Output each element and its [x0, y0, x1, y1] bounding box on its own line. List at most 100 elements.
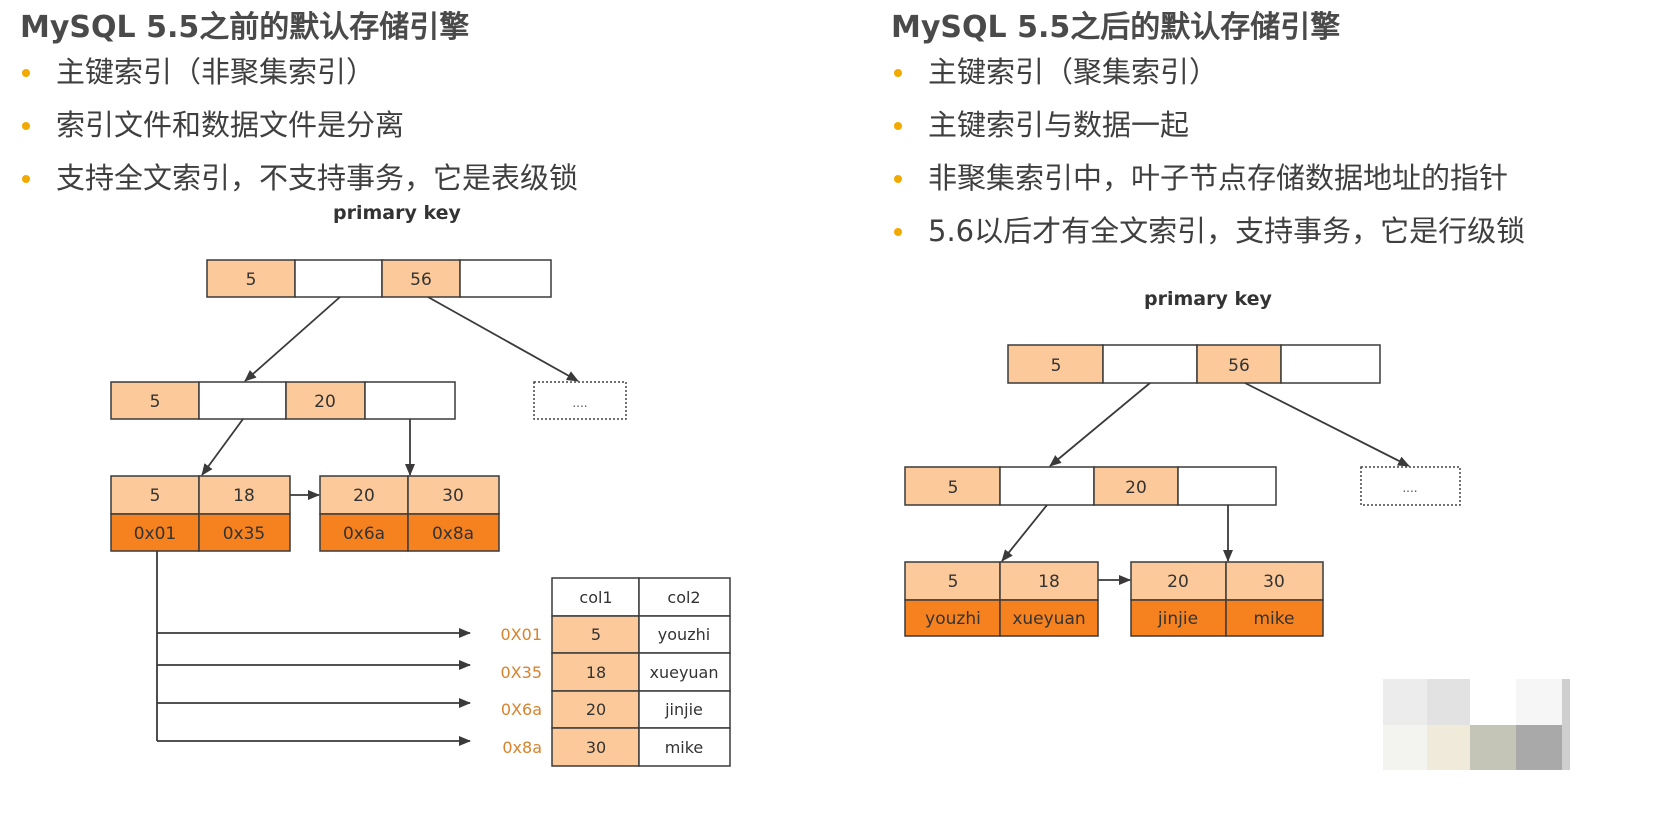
leaf-pointer-text: 0x01 — [134, 524, 177, 544]
bullet-dot-icon — [894, 228, 902, 236]
right-bullet-item: 主键索引（聚集索引） — [890, 46, 1525, 99]
inner-pointer-cell — [364, 381, 456, 420]
leaf-pointer-text: 0x6a — [343, 524, 385, 544]
left-diagram-label: primary key — [333, 202, 461, 224]
inner-key-cell — [1093, 466, 1179, 506]
tree-edge-arrow — [1049, 382, 1151, 467]
root-key-text: 56 — [410, 270, 432, 290]
leaf-pointer-cell — [198, 513, 291, 552]
leaf-node: 5 18 0x01 0x35 — [110, 475, 291, 552]
table-cell-text: jinjie — [664, 700, 703, 719]
leaf-key-text: 18 — [233, 486, 255, 506]
bullet-dot-icon — [894, 175, 902, 183]
bullet-dot-icon — [894, 69, 902, 77]
right-title: MySQL 5.5之后的默认存储引擎 — [891, 10, 1341, 45]
left-bullet-item: 主键索引（非聚集索引） — [18, 46, 578, 99]
leaf-data-text: youzhi — [925, 609, 981, 629]
leaf-key-text: 18 — [1038, 572, 1060, 592]
root-key-cell — [381, 259, 461, 298]
root-pointer-cell — [459, 259, 552, 298]
leaf-key-cell — [407, 475, 500, 515]
left-bullet-list: 主键索引（非聚集索引） 索引文件和数据文件是分离 支持全文索引，不支持事务，它是… — [18, 46, 578, 205]
inner-pointer-cell — [198, 381, 287, 420]
leaf-data-cell — [904, 599, 1001, 637]
table-cell-text: mike — [665, 738, 704, 757]
root-node: 5 56 — [206, 259, 552, 298]
root-node: 5 56 — [1007, 344, 1381, 384]
inner-key-cell — [110, 381, 200, 420]
row-address-text: 0x8a — [502, 738, 542, 757]
left-bullet-text: 索引文件和数据文件是分离 — [56, 108, 405, 142]
leaf-key-text: 30 — [442, 486, 464, 506]
right-diagram-label: primary key — [1144, 288, 1272, 310]
root-key-text: 5 — [246, 270, 257, 290]
leaf-data-text: jinjie — [1157, 609, 1198, 629]
tree-edge-arrow — [1001, 504, 1048, 562]
root-pointer-cell — [294, 259, 383, 298]
leaf-pointer-text: 0x35 — [223, 524, 266, 544]
leaf-node: 20 30 0x6a 0x8a — [319, 475, 500, 552]
left-bullet-text: 支持全文索引，不支持事务，它是表级锁 — [56, 161, 579, 195]
bullet-dot-icon — [894, 122, 902, 130]
leaf-key-cell — [999, 561, 1099, 601]
inner-key-text: 20 — [1125, 478, 1147, 498]
table-row-key-cell — [551, 652, 640, 692]
table-cell-text: 20 — [586, 700, 606, 719]
leaf-data-cell — [1225, 599, 1324, 637]
leaf-data-cell — [1130, 599, 1227, 637]
inner-key-cell — [904, 466, 1001, 506]
leaf-node: 5 18 youzhi xueyuan — [904, 561, 1099, 637]
leaf-key-text: 20 — [1167, 572, 1189, 592]
row-address-text: 0X01 — [501, 625, 543, 644]
leaf-pointer-cell — [319, 513, 409, 552]
leaf-key-text: 20 — [353, 486, 375, 506]
myisam-btree-diagram: 5 56 5 20 .... 5 18 0x01 0x35 — [110, 259, 731, 767]
inner-key-text: 5 — [150, 392, 161, 412]
right-bullet-text: 主键索引（聚集索引） — [928, 55, 1219, 89]
root-pointer-cell — [1280, 344, 1381, 384]
bullet-dot-icon — [22, 69, 30, 77]
table-header-text: col2 — [667, 588, 700, 607]
right-bullet-text: 5.6以后才有全文索引，支持事务，它是行级锁 — [928, 214, 1526, 248]
row-address-text: 0X35 — [501, 663, 543, 682]
leaf-key-cell — [198, 475, 291, 515]
right-panel: MySQL 5.5之后的默认存储引擎 主键索引（聚集索引） 主键索引与数据一起 … — [890, 0, 1670, 829]
leaf-key-cell — [110, 475, 200, 515]
table-cell-text: xueyuan — [649, 663, 718, 682]
tree-edge-arrow — [427, 296, 579, 382]
root-pointer-cell — [1102, 344, 1198, 384]
inner-key-text: 20 — [314, 392, 336, 412]
data-file-table: col1 col2 0X01 5 youzhi 0X35 18 xueyuan … — [501, 577, 731, 767]
more-node-text: .... — [572, 396, 587, 410]
bullet-dot-icon — [22, 122, 30, 130]
leaf-key-text: 5 — [948, 572, 959, 592]
leaf-pointer-cell — [110, 513, 200, 552]
table-header-text: col1 — [579, 588, 612, 607]
more-node-text: .... — [1402, 481, 1417, 495]
right-bullet-text: 非聚集索引中，叶子节点存储数据地址的指针 — [928, 161, 1509, 195]
right-bullet-item: 非聚集索引中，叶子节点存储数据地址的指针 — [890, 152, 1525, 205]
tree-edge-arrow — [244, 296, 341, 382]
table-cell-text: 30 — [586, 738, 606, 757]
leaf-data-text: xueyuan — [1012, 609, 1085, 629]
leaf-data-text: mike — [1254, 609, 1295, 629]
table-cell-text: youzhi — [658, 625, 710, 644]
table-cell-text: 18 — [586, 663, 606, 682]
leaf-pointer-text: 0x8a — [432, 524, 474, 544]
leaf-data-cell — [999, 599, 1099, 637]
table-row-value-cell — [638, 615, 731, 654]
inner-node: 5 20 — [904, 466, 1277, 506]
left-panel: MySQL 5.5之前的默认存储引擎 主键索引（非聚集索引） 索引文件和数据文件… — [18, 10, 731, 767]
root-key-text: 56 — [1228, 356, 1250, 376]
tree-edge-arrow — [1244, 382, 1410, 467]
left-bullet-item: 索引文件和数据文件是分离 — [18, 99, 578, 152]
more-node — [1360, 466, 1461, 506]
right-bullet-list: 主键索引（聚集索引） 主键索引与数据一起 非聚集索引中，叶子节点存储数据地址的指… — [890, 46, 1525, 258]
leaf-key-text: 30 — [1263, 572, 1285, 592]
left-title: MySQL 5.5之前的默认存储引擎 — [20, 10, 470, 45]
right-bullet-item: 主键索引与数据一起 — [890, 99, 1525, 152]
more-node — [533, 381, 627, 420]
left-bullet-item: 支持全文索引，不支持事务，它是表级锁 — [18, 152, 578, 205]
inner-pointer-cell — [1177, 466, 1277, 506]
